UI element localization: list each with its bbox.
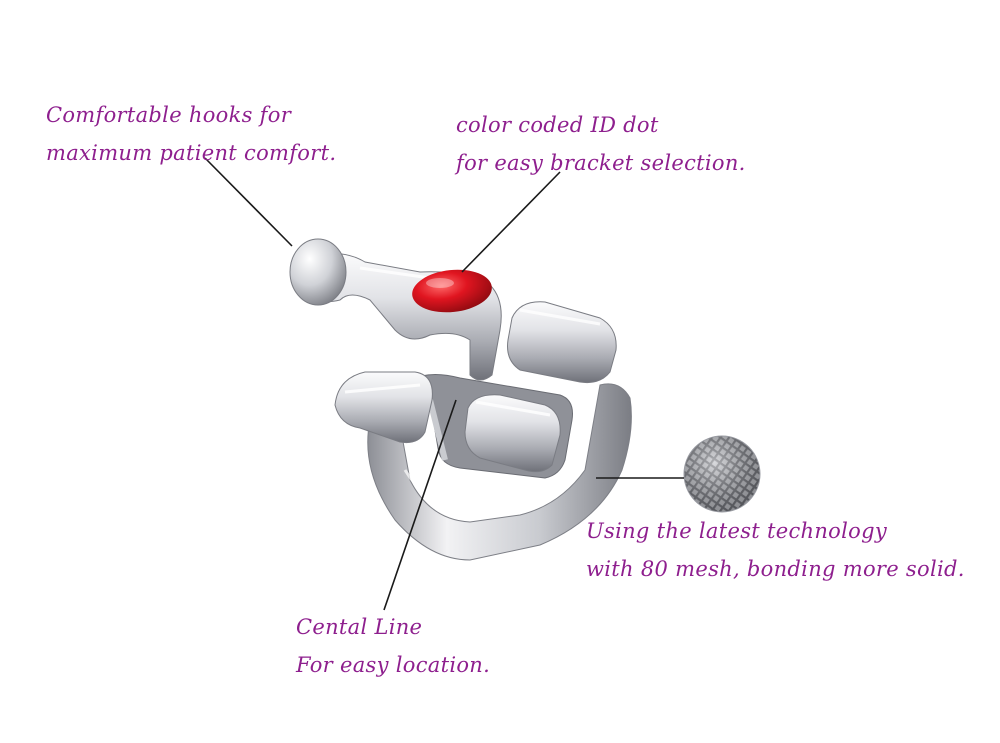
- tie-wing-front-left: [334, 371, 433, 443]
- leader-line-hooks: [204, 157, 293, 247]
- callout-id-dot-line2: for easy bracket selection.: [456, 151, 746, 175]
- color-id-dot: [412, 269, 492, 313]
- callout-mesh: Using the latest technology with 80 mesh…: [586, 512, 965, 588]
- leader-line-id-dot: [461, 171, 561, 273]
- tie-wing-back-right: [507, 301, 617, 383]
- callout-mesh-line1: Using the latest technology: [586, 519, 887, 543]
- callout-hooks-line2: maximum patient comfort.: [46, 141, 337, 165]
- callout-id-dot: color coded ID dot for easy bracket sele…: [456, 106, 746, 182]
- callout-hooks: Comfortable hooks for maximum patient co…: [46, 96, 336, 172]
- bracket-base: [367, 383, 632, 561]
- leader-lines: [204, 157, 684, 611]
- tie-wing-front-right: [464, 394, 561, 473]
- leader-line-central: [383, 399, 457, 611]
- callout-hooks-line1: Comfortable hooks for: [46, 103, 292, 127]
- callout-mesh-line2: with 80 mesh, bonding more solid.: [586, 557, 965, 581]
- callout-central-line-line1: Cental Line: [296, 615, 423, 639]
- mesh-sample-disc: [683, 435, 761, 513]
- callout-central-line: Cental Line For easy location.: [296, 608, 490, 684]
- callout-central-line-line2: For easy location.: [296, 653, 491, 677]
- callout-id-dot-line1: color coded ID dot: [456, 113, 659, 137]
- hook-arm: [289, 238, 502, 381]
